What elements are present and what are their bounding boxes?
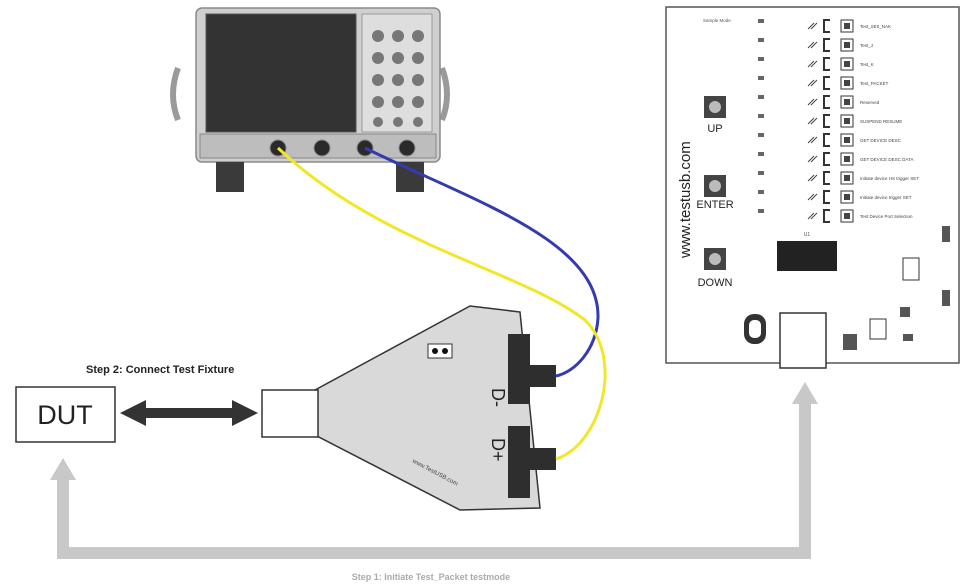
oscilloscope <box>170 7 450 192</box>
small-ic <box>869 318 887 340</box>
test-mode-label: GET DEVICE DESC <box>860 138 902 143</box>
test-mode-label: Initiate device trigger SET <box>860 195 912 200</box>
led-bracket <box>823 171 830 185</box>
led-bracket <box>823 76 830 90</box>
led-bracket <box>823 209 830 223</box>
led-symbol-icon <box>807 41 818 49</box>
led-row: Test_J <box>807 38 873 52</box>
test-mode-label: Test Device Port Selection <box>860 214 913 219</box>
blue-cable <box>364 146 600 378</box>
led-symbol-icon <box>807 98 818 106</box>
scope-knobs <box>372 30 424 127</box>
fuse-component <box>843 334 857 350</box>
led-row: GET DEVICE DESC DATA <box>807 152 914 166</box>
step-1-label: Step 1: Initiate Test_Packet testmode <box>352 572 510 582</box>
d-plus-label: D+ <box>488 438 508 462</box>
led-symbol-icon <box>807 60 818 68</box>
led-row: Reserved <box>807 95 880 109</box>
dut-label: DUT <box>37 400 93 430</box>
led-symbol-icon <box>807 155 818 163</box>
side-component-1 <box>942 226 950 242</box>
led-row: Test Device Port Selection <box>807 209 913 223</box>
up-label: UP <box>707 123 722 135</box>
led-row: GET DEVICE DESC <box>807 133 902 147</box>
dut-arrowhead <box>50 458 76 480</box>
test-mode-label: GET DEVICE DESC DATA <box>860 157 914 162</box>
yellow-cable <box>276 146 607 461</box>
test-mode-label: Test_SE0_NAK <box>860 24 891 29</box>
led-symbol-icon <box>807 193 818 201</box>
led-row: Initiate device trigger SET <box>807 190 912 204</box>
led-symbol-icon <box>807 117 818 125</box>
step-1-return-arrow <box>57 402 811 559</box>
test-board: Sample Mode www.testusb.com UP ENTER DOW… <box>665 6 960 369</box>
dut-box: DUT <box>15 386 116 443</box>
led-bracket <box>823 38 830 52</box>
enter-label: ENTER <box>696 199 733 211</box>
board-header-text: Sample Mode <box>703 18 731 23</box>
scope-left-foot <box>216 162 244 192</box>
test-mode-label: Initiate device HS trigger SET <box>860 176 919 181</box>
fixture-jumper <box>427 343 453 359</box>
led-rows: Test_SE0_NAK Test_J Test_K Test_PACKET Reser… <box>807 19 919 223</box>
test-mode-label: Test_K <box>860 62 874 67</box>
led-row: SUSPEND RESUME <box>807 114 902 128</box>
scope-channel-2-connector <box>313 139 331 157</box>
test-fixture: D- D+ www.TestUSB.com <box>261 305 556 511</box>
fixture-board <box>314 305 541 511</box>
led-bracket <box>823 57 830 71</box>
led-symbol-icon <box>807 22 818 30</box>
led-bracket <box>823 95 830 109</box>
step-2-label: Step 2: Connect Test Fixture <box>86 364 234 376</box>
led-row: Initiate device HS trigger SET <box>807 171 919 185</box>
d-plus-sma-connector <box>508 448 556 470</box>
main-ic-chip <box>777 241 837 271</box>
board-arrowhead <box>792 382 818 404</box>
test-mode-label: SUSPEND RESUME <box>860 119 902 124</box>
test-mode-label: Test_J <box>860 43 873 48</box>
led-row: Test_K <box>807 57 874 71</box>
test-mode-label: Test_PACKET <box>860 81 889 86</box>
d-minus-label: D- <box>488 388 508 407</box>
led-symbol-icon <box>807 174 818 182</box>
scope-channel-4-connector <box>398 139 416 157</box>
side-component-2 <box>942 290 950 306</box>
board-usb-connector <box>779 312 827 369</box>
ic-label: U1 <box>804 232 811 238</box>
fixture-usb-connector <box>261 389 319 438</box>
scope-right-handle <box>439 66 450 122</box>
led-row: Test_PACKET <box>807 76 889 90</box>
double-arrow-connection <box>120 400 258 426</box>
scope-screen <box>205 13 357 133</box>
small-components <box>758 19 764 213</box>
led-bracket <box>823 133 830 147</box>
led-bracket <box>823 152 830 166</box>
test-mode-label: Reserved <box>860 100 880 105</box>
d-minus-sma-connector <box>508 365 556 387</box>
led-symbol-icon <box>807 212 818 220</box>
led-indicator <box>900 307 910 317</box>
led-symbol-icon <box>807 79 818 87</box>
led-symbol-icon <box>807 136 818 144</box>
led-bracket <box>823 190 830 204</box>
board-url: www.testusb.com <box>677 141 694 259</box>
cap-component <box>903 334 913 341</box>
led-bracket <box>823 19 830 33</box>
regulator-chip <box>902 257 920 281</box>
led-row: Test_SE0_NAK <box>807 19 891 33</box>
scope-left-handle <box>170 66 181 122</box>
down-label: DOWN <box>698 277 733 289</box>
led-bracket <box>823 114 830 128</box>
scope-right-foot <box>396 162 424 192</box>
